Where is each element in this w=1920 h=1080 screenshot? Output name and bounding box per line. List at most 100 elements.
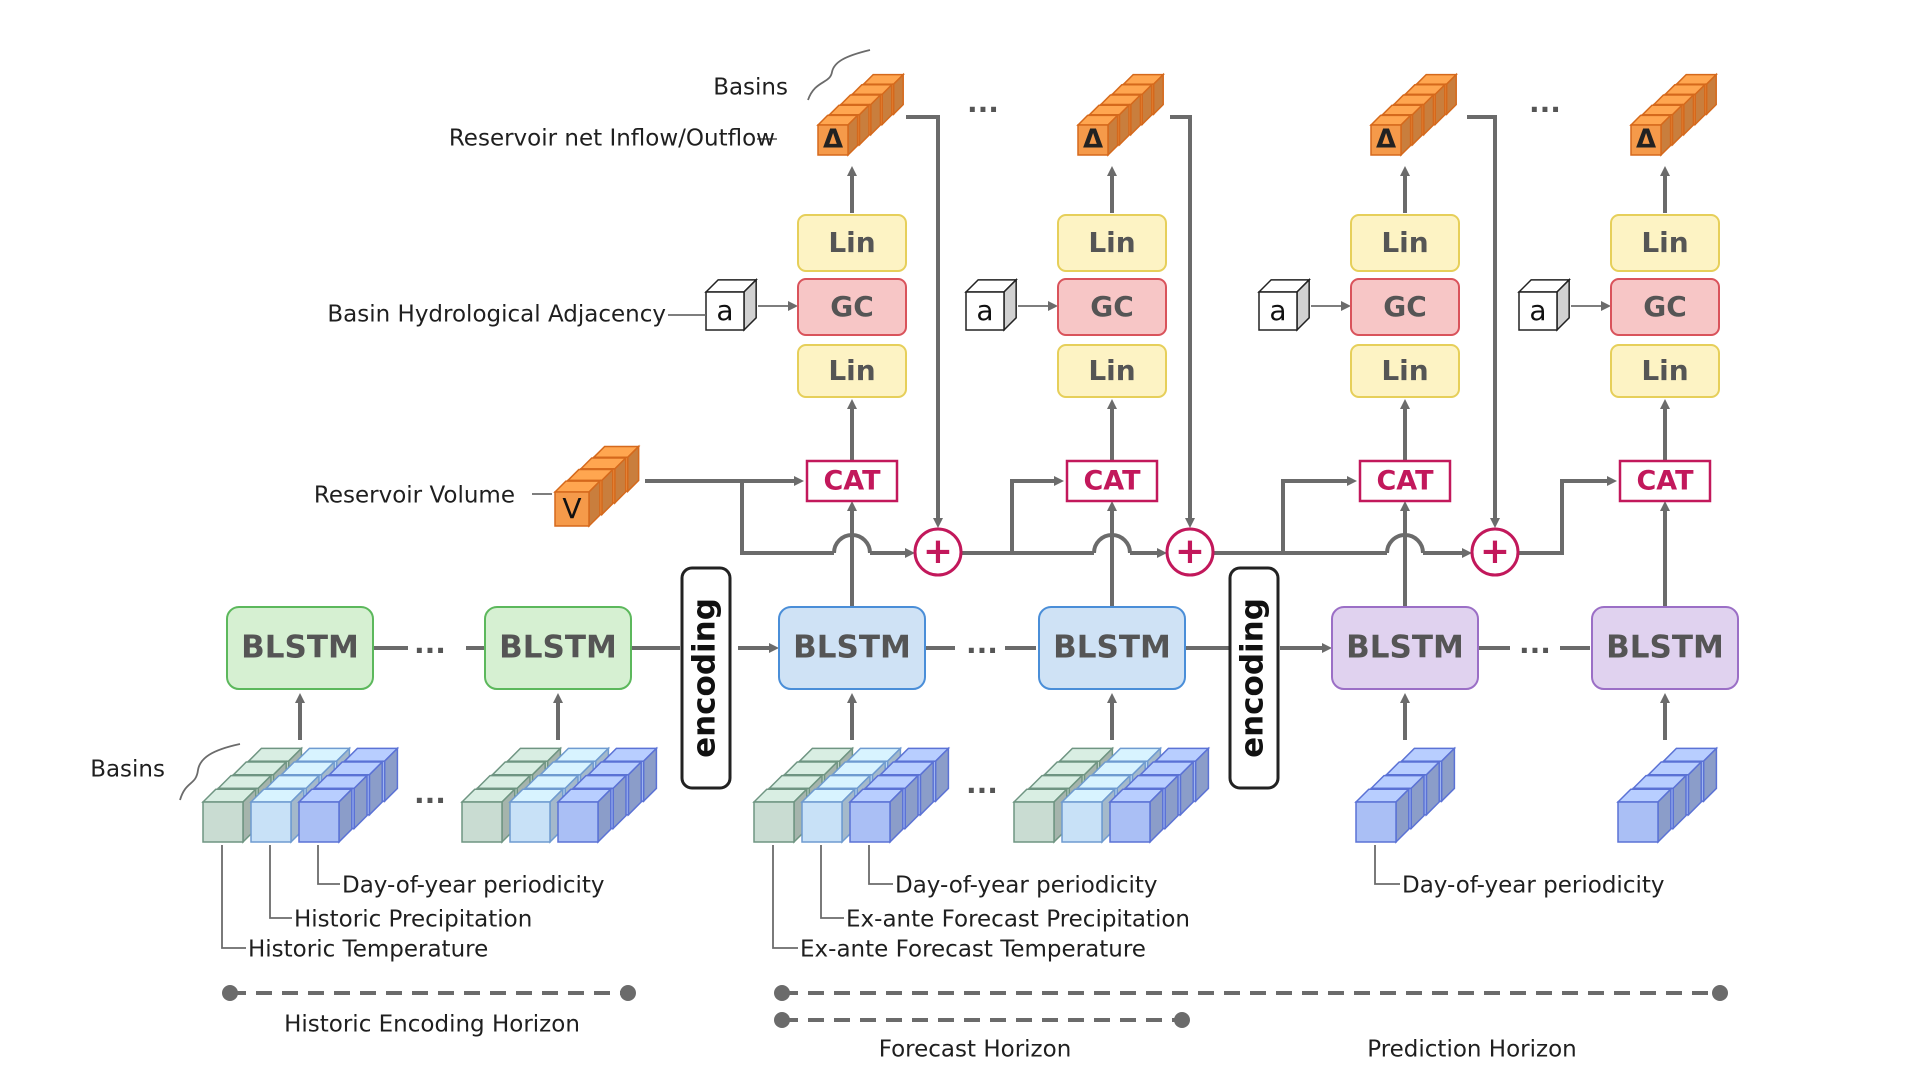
encoding-box <box>1228 566 1280 790</box>
cube <box>1616 787 1673 844</box>
blstm-block-1-label: BLSTM <box>241 630 359 666</box>
blstm-block-6: BLSTM <box>1591 606 1739 690</box>
plus-2-to-cat-3 <box>1281 476 1357 553</box>
blstm-block-5: BLSTM <box>1331 606 1479 690</box>
output-stack-3: Δ <box>1369 72 1459 157</box>
leader-pred-doy <box>1374 845 1400 885</box>
label-reservoir-net: Reservoir net Inflow/Outflow <box>449 126 775 152</box>
leader-hist-temp <box>221 845 246 949</box>
prediction-inputs-1-b <box>1354 746 1457 844</box>
cube <box>1354 787 1411 844</box>
cube <box>1629 113 1673 157</box>
prediction-inputs-2 <box>1616 746 1719 844</box>
blstm-block-3: BLSTM <box>778 606 926 690</box>
horizon-prediction-label: Prediction Horizon <box>1367 1037 1577 1063</box>
leader-hist-precip <box>269 845 292 919</box>
gc-block-3-box <box>1350 278 1460 336</box>
leader-fc-doy <box>868 845 893 885</box>
lin-lower-4-box <box>1610 344 1720 398</box>
lin-upper-4: Lin <box>1610 214 1720 272</box>
adjacency-symbol: a <box>1529 294 1546 327</box>
adjacency-cube-4: a <box>1517 278 1571 332</box>
cube-layer: Δa Δa Δa ΔaV <box>201 72 1719 844</box>
blstm-block-3-box <box>778 606 926 690</box>
lin-lower-1-label: Lin <box>828 354 875 387</box>
ellipsis-hist: ... <box>414 627 446 660</box>
plus-circle <box>1470 527 1520 577</box>
cube <box>460 787 517 844</box>
output-stack-2: Δ <box>1076 72 1166 157</box>
lin-lower-2-label: Lin <box>1088 354 1135 387</box>
lin-lower-2-box <box>1057 344 1167 398</box>
lin-lower-4-label: Lin <box>1641 354 1688 387</box>
encoding-block-1: encoding <box>680 566 732 790</box>
ellipsis-top-2: ... <box>1529 86 1561 119</box>
blstm-block-2-label: BLSTM <box>499 630 617 666</box>
cube <box>704 278 758 332</box>
horizon-historic-label: Historic Encoding Horizon <box>284 1012 580 1038</box>
gc-block-4: GC <box>1610 278 1720 336</box>
forecast-inputs-2-g <box>1012 746 1115 844</box>
cat-label: CAT <box>1083 466 1141 497</box>
delta-symbol: Δ <box>1636 125 1656 155</box>
lin-upper-2: Lin <box>1057 214 1167 272</box>
cube <box>964 278 1018 332</box>
hop-1 <box>832 533 872 554</box>
blstm-block-3-label: BLSTM <box>793 630 911 666</box>
label-doy-forecast: Day-of-year periodicity <box>895 873 1158 899</box>
cube <box>553 479 602 528</box>
gc-block-2-box <box>1057 278 1167 336</box>
lin-lower-4: Lin <box>1610 344 1720 398</box>
adjacency-symbol: a <box>716 294 733 327</box>
delta-feedback-2 <box>1170 115 1195 528</box>
encoding-block-2: encoding <box>1228 566 1280 790</box>
encoding-box <box>680 566 732 790</box>
historic-inputs-2 <box>460 746 659 844</box>
ellipsis-pred: ... <box>1519 627 1551 660</box>
gc-block-2-label: GC <box>1090 290 1134 323</box>
cat-label: CAT <box>1376 466 1434 497</box>
prediction-horizon-line-end <box>1712 985 1728 1001</box>
historic-inputs-1-b <box>297 746 400 844</box>
lin-lower-1: Lin <box>797 344 907 398</box>
gc-block-3: GC <box>1350 278 1460 336</box>
gc-block-4-box <box>1610 278 1720 336</box>
plus-symbol: + <box>1175 531 1205 572</box>
gc-block-4-label: GC <box>1643 290 1687 323</box>
cube <box>800 787 857 844</box>
cube <box>297 787 354 844</box>
blstm-block-1-box <box>226 606 374 690</box>
lin-lower-3-box <box>1350 344 1460 398</box>
label-basins-top: Basins <box>713 75 788 101</box>
plus-circle <box>913 527 963 577</box>
cube <box>249 787 306 844</box>
adjacency-symbol: a <box>1269 294 1286 327</box>
volume-stack: V <box>553 444 641 528</box>
delta-symbol: Δ <box>823 125 843 155</box>
prediction-horizon-line-start <box>774 985 790 1001</box>
cube <box>1060 787 1117 844</box>
cat-block-2: CAT <box>1065 459 1159 503</box>
connection-layer <box>179 49 1728 1028</box>
adjacency-symbol: a <box>976 294 993 327</box>
cat-block-4: CAT <box>1618 459 1712 503</box>
cat-block-3: CAT <box>1358 459 1452 503</box>
forecast-inputs-1 <box>752 746 951 844</box>
delta-feedback-3 <box>1467 115 1500 528</box>
plus-circle <box>1165 527 1215 577</box>
cube <box>556 787 613 844</box>
lin-lower-2: Lin <box>1057 344 1167 398</box>
blstm-block-1: BLSTM <box>226 606 374 690</box>
cube <box>201 787 258 844</box>
lin-upper-2-box <box>1057 214 1167 272</box>
hop-3 <box>1385 533 1425 554</box>
plus-3-to-cat-4 <box>1518 476 1617 555</box>
cat-box <box>1065 459 1159 503</box>
label-doy-prediction: Day-of-year periodicity <box>1402 873 1665 899</box>
label-forecast-temperature: Ex-ante Forecast Temperature <box>800 937 1146 963</box>
cat-label: CAT <box>823 466 881 497</box>
adjacency-cube-3: a <box>1257 278 1311 332</box>
gc-block-3-label: GC <box>1383 290 1427 323</box>
